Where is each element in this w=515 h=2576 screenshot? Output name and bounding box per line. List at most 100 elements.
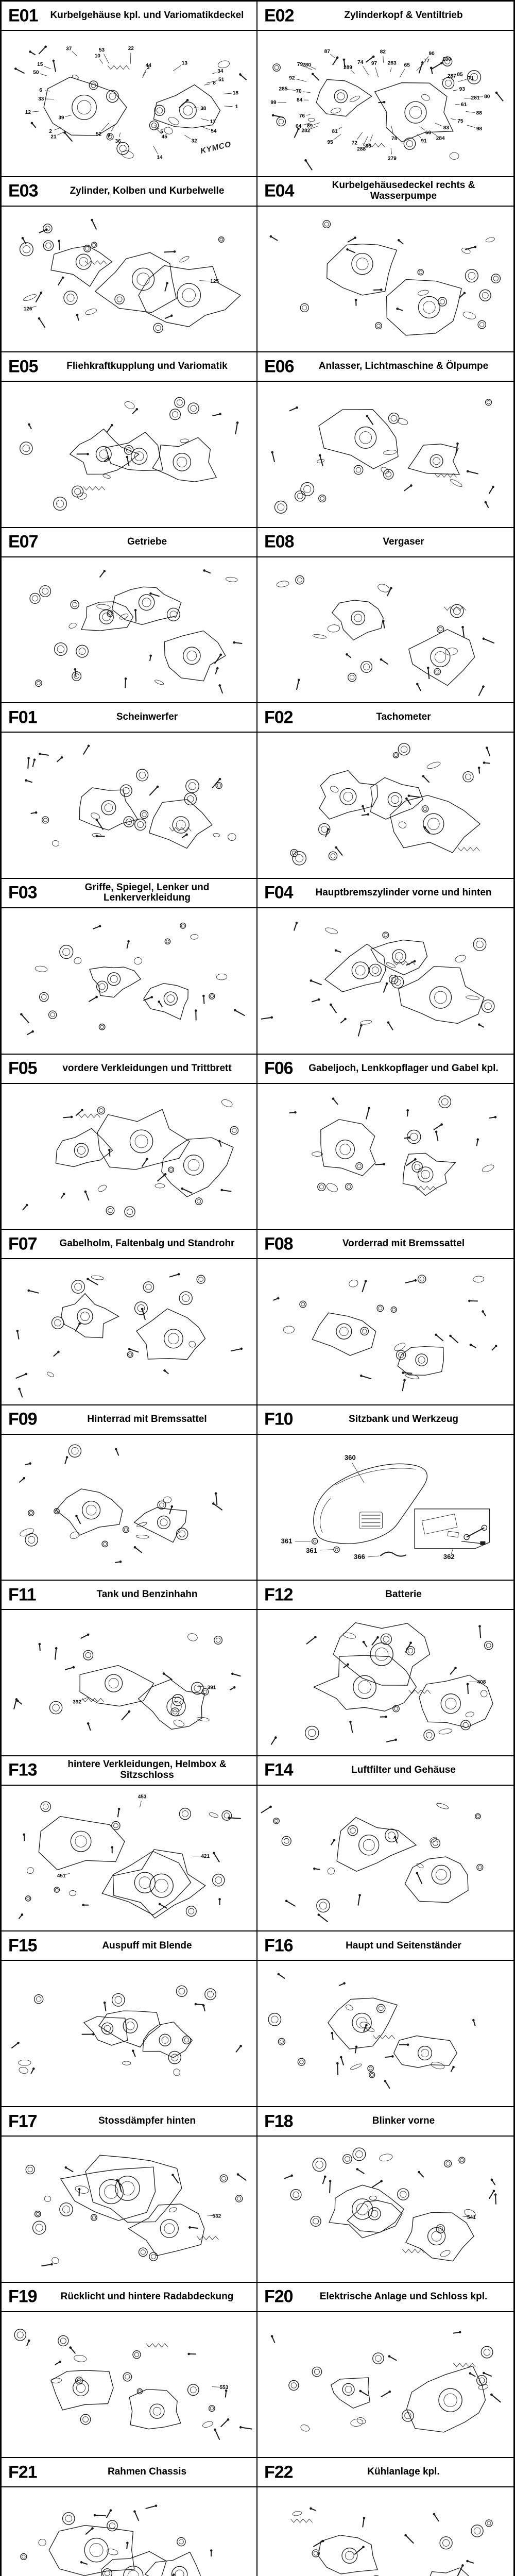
section-title: Rahmen Chassis [107,2466,187,2478]
callout-label: 53 [99,47,105,53]
section-diagram: 541 [258,2137,513,2282]
exploded-diagram [271,399,494,514]
callout-label: 78 [391,136,398,142]
section-code: F15 [8,1936,38,1956]
callout-label: 89 [307,124,313,129]
callout-label: 5 [160,129,163,135]
section-code: F06 [264,1058,294,1078]
section-diagram [2,2487,256,2576]
section-title: Kühlanlage kpl. [367,2466,440,2478]
section-header: E07 Getriebe [2,528,256,557]
section-diagram: 408 [258,1610,513,1755]
section-title: Sitzbank und Werkzeug [349,1413,458,1425]
section-diagram: 532 [2,2137,256,2282]
section-title: vordere Verkleidungen und Trittbrett [62,1062,232,1074]
section-header: E04 Kurbelgehäusedeckel rechts & Wasserp… [258,177,513,207]
section-code: E06 [264,357,294,377]
section-header: F12 Batterie [258,1581,513,1611]
section-diagram [2,1259,256,1404]
section-title: Tank und Benzinhahn [96,1589,198,1600]
callout-label: 532 [212,2213,221,2219]
callout-label: 74 [357,60,364,65]
section-cell-F05: F05 vordere Verkleidungen und Trittbrett [2,1054,258,1230]
section-cell-F06: F06 Gabeljoch, Lenkkopflager und Gabel k… [258,1054,513,1230]
section-header: F11 Tank und Benzinhahn [2,1581,256,1611]
section-code: E02 [264,6,294,25]
callout-label: 12 [25,110,31,115]
callout-label: 280 [302,62,311,68]
exploded-diagram [22,1099,239,1217]
callout-label: 15 [37,62,43,67]
section-title: Luftfilter und Gehäuse [351,1764,456,1775]
section-title: Elektrische Anlage und Schloss kpl. [319,2291,488,2302]
section-header: F13 hintere Verkleidungen, Helmbox & Sit… [2,1756,256,1786]
callout-label: 10 [95,54,101,59]
callout-label: 125 [210,279,219,284]
callout-label: 283 [388,61,397,66]
section-header: F18 Blinker vorne [258,2107,513,2137]
section-header: F22 Kühlanlage kpl. [258,2458,513,2488]
section-cell-F08: F08 Vorderrad mit Bremssattel [258,1230,513,1405]
section-title: Kurbelgehäusedeckel rechts & Wasserpumpe [332,180,475,202]
callout-label: 451 [57,1873,66,1879]
exploded-diagram [276,575,495,696]
section-title: Haupt und Seitenständer [346,1940,461,1951]
callout-label: 72 [352,140,358,146]
section-code: F14 [264,1760,294,1780]
section-header: F19 Rücklicht und hintere Radabdeckung [2,2283,256,2312]
section-header: F03 Griffe, Spiegel, Lenker und Lenkerve… [2,879,256,908]
section-diagram [258,2487,513,2576]
section-title: Hauptbremszylinder vorne und hinten [315,887,492,898]
section-diagram [258,1961,513,2107]
section-diagram [258,382,513,527]
exploded-diagram [270,2331,501,2433]
section-cell-F15: F15 Auspuff mit Blende [2,1931,258,2108]
callout-label: 421 [201,1854,210,1859]
callout-label: 99 [270,100,277,106]
exploded-diagram [273,1275,497,1392]
section-header: E08 Vergaser [258,528,513,557]
callout-label: 13 [182,60,188,66]
section-title: Scheinwerfer [116,711,178,723]
section-diagram [258,2312,513,2458]
callout-label: 98 [476,126,483,132]
section-diagram [258,206,513,352]
section-title: Gabeljoch, Lenkkopflager und Gabel kpl. [308,1062,499,1074]
callout-label: 21 [50,134,57,140]
exploded-diagram [19,1444,223,1563]
callout-label: 22 [128,46,134,52]
exploded-diagram [290,2507,493,2576]
callout-label: 64 [296,124,302,129]
section-code: E03 [8,181,38,201]
section-code: F19 [8,2286,38,2307]
section-cell-E04: E04 Kurbelgehäusedeckel rechts & Wasserp… [258,177,513,353]
callout-label: 287 [448,73,456,79]
section-code: F09 [8,1409,38,1429]
diagram-brand-text: KYMCO [199,140,232,155]
section-title: Blinker vorne [372,2115,435,2127]
section-code: F05 [8,1058,38,1078]
section-code: F13 [8,1760,38,1780]
section-header: E02 Zylinderkopf & Ventiltrieb [258,2,513,31]
section-code: F01 [8,707,38,727]
section-title: Rücklicht und hintere Radabdeckung [60,2291,234,2302]
exploded-diagram [268,1973,476,2089]
section-diagram [2,908,256,1054]
exploded-diagram: 408 [270,1622,493,1745]
section-code: F18 [264,2111,294,2131]
section-code: F07 [8,1234,38,1254]
section-cell-F18: F18 Blinker vorne 541 [258,2107,513,2283]
section-cell-E06: E06 Anlasser, Lichtmaschine & Ölpumpe [258,352,513,528]
section-diagram [258,557,513,703]
section-cell-F17: F17 Stossdämpfer hinten 532 [2,2107,258,2283]
callout-label: 392 [73,1700,81,1705]
section-diagram [258,1785,513,1931]
section-title: Zylinder, Kolben und Kurbelwelle [70,185,225,196]
callout-label: 90 [429,51,435,57]
section-cell-E05: E05 Fliehkraftkupplung und Variomatik [2,352,258,528]
section-cell-F16: F16 Haupt und Seitenständer [258,1931,513,2108]
callout-label: 88 [476,111,483,116]
section-code: E04 [264,181,294,201]
